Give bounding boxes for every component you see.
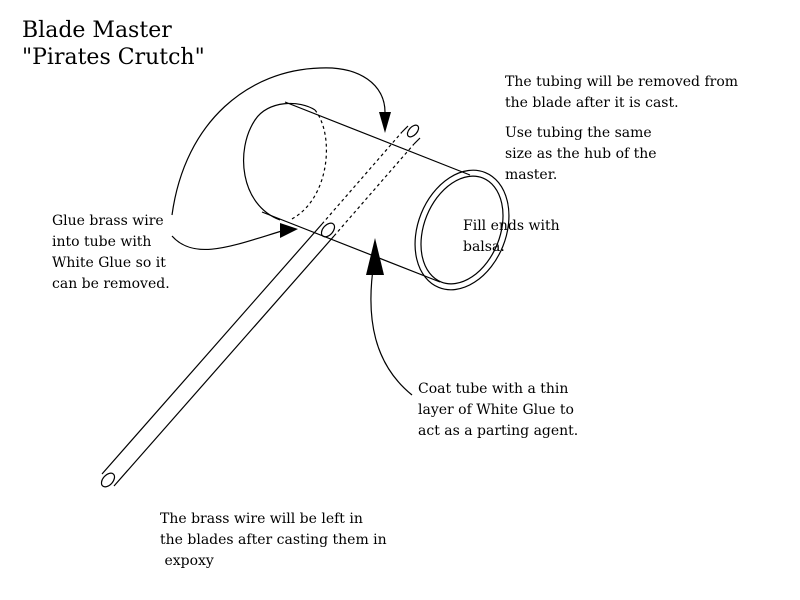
wire-tip-upper: [401, 125, 409, 133]
note-tubing-removed: The tubing will be removed from the blad…: [505, 72, 738, 114]
note-line: Fill ends with: [463, 218, 560, 234]
note-line: Coat tube with a thin: [418, 381, 569, 397]
wire-tip-cap: [406, 124, 420, 138]
note-tubing-size: Use tubing the same size as the hub of t…: [505, 123, 657, 186]
tube-bottom-edge: [261, 211, 441, 283]
wire-end-cap: [100, 472, 116, 488]
wire-hidden-upper: [321, 131, 403, 225]
tube-back-end-hidden: [289, 109, 327, 221]
note-line: Glue brass wire: [52, 213, 164, 229]
tube-front-opening-inner: [420, 175, 504, 285]
tube-back-end: [243, 102, 316, 221]
arrowhead-down: [379, 112, 391, 133]
note-line: the blade after it is cast.: [505, 95, 679, 111]
note-line: master.: [505, 167, 558, 183]
arrowhead-up: [366, 238, 384, 275]
leader-curve-glue-wire: [171, 229, 286, 250]
tube-front-opening-outer: [414, 169, 510, 291]
note-line: layer of White Glue to: [418, 402, 574, 418]
note-line: size as the hub of the: [505, 146, 657, 162]
note-line: White Glue so it: [52, 255, 166, 271]
note-line: The brass wire will be left in: [160, 511, 363, 527]
title-line-2: "Pirates Crutch": [22, 45, 205, 70]
note-line: can be removed.: [52, 276, 170, 292]
leader-curve-top: [171, 67, 386, 216]
wire-edge-lower: [113, 235, 335, 487]
note-fill-ends: Fill ends with balsa.: [463, 216, 560, 258]
tube-top-edge: [284, 101, 471, 176]
wire-edge-upper: [101, 223, 323, 475]
title-line-1: Blade Master: [22, 18, 172, 43]
note-brass-left: The brass wire will be left in the blade…: [160, 509, 387, 572]
wire-entry: [320, 222, 336, 238]
note-line: Use tubing the same: [505, 125, 652, 141]
arrowhead-right: [280, 223, 298, 238]
leader-curve-coat-tube: [370, 261, 413, 396]
note-line: balsa.: [463, 239, 505, 255]
note-line: expoxy: [160, 553, 214, 569]
wire-tip-lower: [413, 137, 421, 145]
note-line: The tubing will be removed from: [505, 74, 739, 90]
note-line: act as a parting agent.: [418, 423, 579, 439]
note-line: into tube with: [52, 234, 152, 250]
note-glue-wire: Glue brass wire into tube with White Glu…: [52, 211, 170, 295]
note-coat-tube: Coat tube with a thin layer of White Glu…: [418, 379, 578, 442]
note-line: the blades after casting them in: [160, 532, 387, 548]
wire-hidden-lower: [333, 143, 415, 237]
